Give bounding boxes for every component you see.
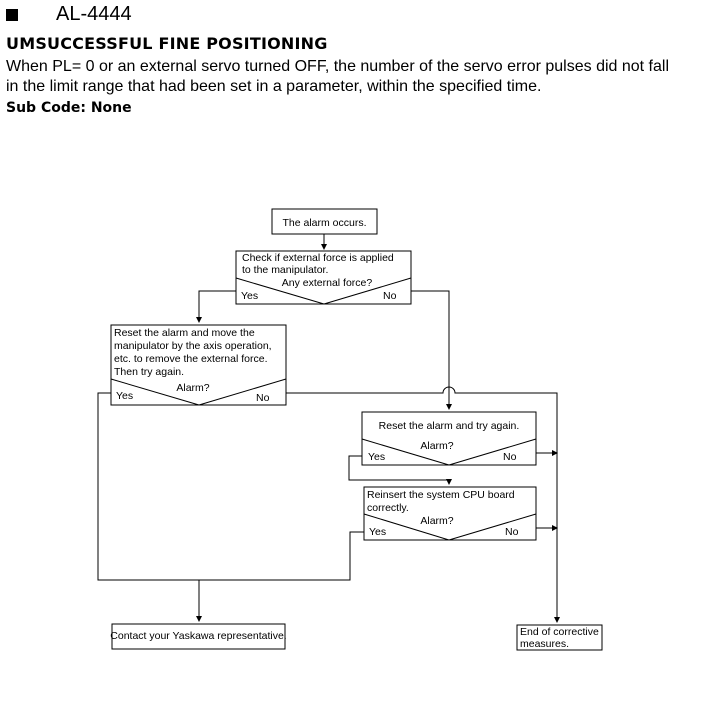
arrow-reset-again-yes	[348, 455, 452, 485]
reset-again-line1: Reset the alarm and try again.	[379, 420, 520, 432]
reset-again-yes: Yes	[368, 451, 385, 463]
line-reinsert-cpu-yes	[199, 531, 364, 581]
reset-axis-question: Alarm?	[176, 382, 209, 394]
reset-axis-line3: etc. to remove the external force.	[114, 353, 268, 365]
reset-axis-no: No	[256, 392, 270, 404]
contact-text: Contact your Yaskawa representative.	[110, 630, 286, 642]
alarm-title: UMSUCCESSFUL FINE POSITIONING	[6, 34, 328, 53]
reset-axis-line2: manipulator by the axis operation,	[114, 340, 272, 352]
bullet-square-icon	[6, 9, 18, 21]
reinsert-cpu-yes: Yes	[369, 526, 386, 538]
sub-code: Sub Code: None	[6, 100, 132, 116]
reset-axis-decision: Reset the alarm and move the manipulator…	[110, 324, 287, 406]
reset-axis-line4: Then try again.	[114, 366, 184, 378]
reinsert-cpu-no: No	[505, 526, 519, 538]
reset-again-no: No	[503, 451, 517, 463]
check-force-line2: to the manipulator.	[242, 264, 328, 276]
check-force-yes: Yes	[241, 290, 258, 302]
alarm-code: AL-4444	[56, 3, 132, 25]
start-text: The alarm occurs.	[282, 217, 366, 229]
arrow-force-yes	[196, 290, 236, 323]
reset-again-question: Alarm?	[420, 440, 453, 452]
reinsert-cpu-line2: correctly.	[367, 502, 409, 514]
alarm-description-line1: When PL= 0 or an external servo turned O…	[6, 58, 670, 75]
reset-again-decision: Reset the alarm and try again. Alarm? Ye…	[361, 411, 537, 466]
check-force-decision: Check if external force is applied to th…	[235, 250, 412, 305]
arrow-reset-axis-no	[286, 386, 560, 623]
reinsert-cpu-question: Alarm?	[420, 515, 453, 527]
reinsert-cpu-line1: Reinsert the system CPU board	[367, 489, 515, 501]
end-line1: End of corrective	[520, 626, 599, 638]
end-box: End of corrective measures.	[516, 624, 603, 651]
end-line2: measures.	[520, 638, 569, 650]
line-reset-axis-yes	[97, 392, 199, 581]
arrow-force-no	[411, 290, 452, 410]
start-box: The alarm occurs.	[271, 208, 378, 235]
check-force-question: Any external force?	[282, 277, 373, 289]
reset-axis-line1: Reset the alarm and move the	[114, 327, 255, 339]
alarm-description-line2: in the limit range that had been set in …	[6, 78, 542, 95]
contact-box: Contact your Yaskawa representative.	[110, 623, 287, 650]
reset-axis-yes: Yes	[116, 390, 133, 402]
reinsert-cpu-decision: Reinsert the system CPU board correctly.…	[363, 486, 537, 541]
check-force-line1: Check if external force is applied	[242, 252, 394, 264]
check-force-no: No	[383, 290, 397, 302]
